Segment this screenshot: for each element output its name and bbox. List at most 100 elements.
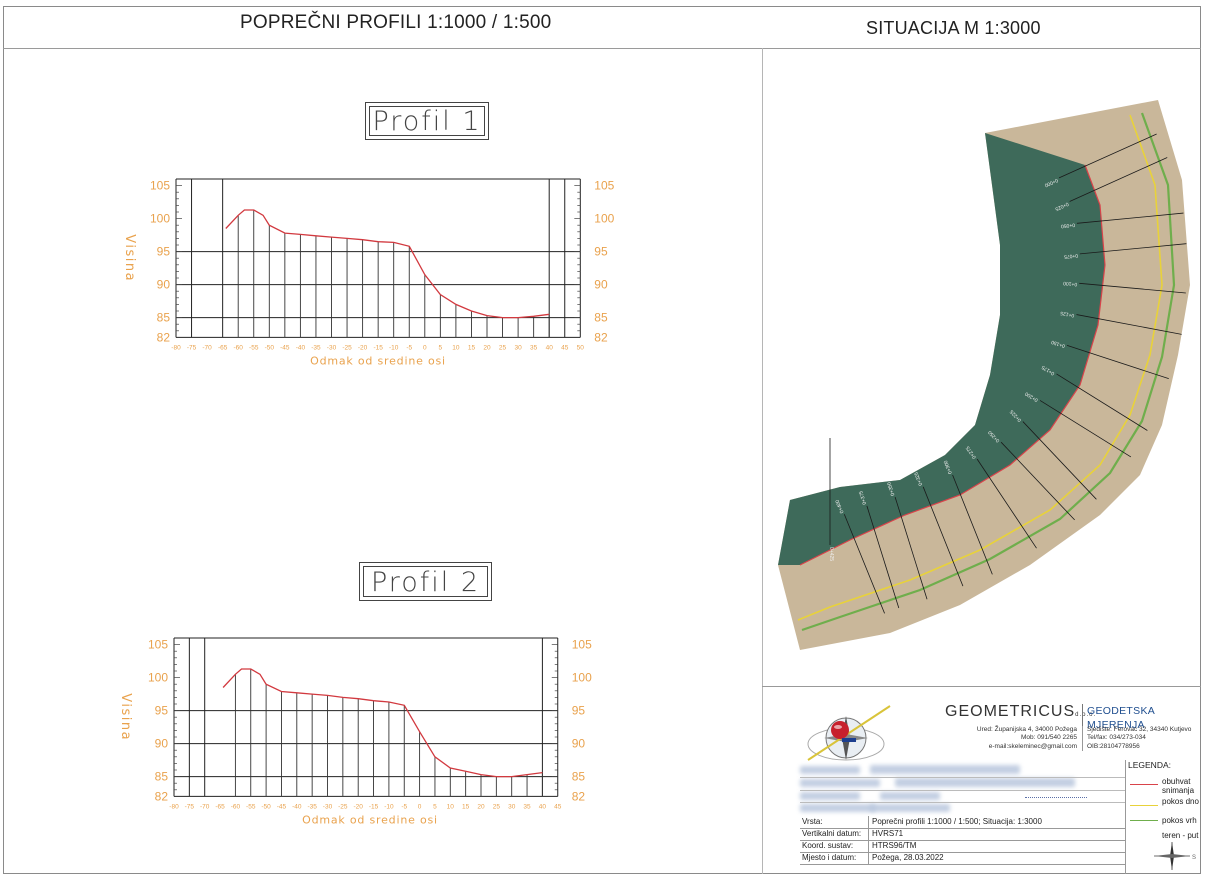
office-line: Ured: Županijska 4, 34000 Požega [976,726,1077,733]
table-row: Vrsta: Poprečni profili 1:1000 / 1:500; … [800,816,1125,829]
dotted-rule [1025,797,1087,798]
station-label: 0+100 [1063,280,1078,287]
y-tick-label: 105 [148,638,168,652]
station-label: 0+350 [886,481,896,496]
y-tick-label: 105 [150,179,170,193]
row-label: Vrsta: [802,817,823,826]
x-tick-label: -70 [202,344,212,351]
seat-line: OIB:28104778956 [1087,742,1140,750]
terrain-line [222,668,543,778]
y-tick-label: 85 [155,770,169,784]
water-area [778,133,1105,565]
redacted-field [870,765,1020,774]
section-line [976,458,1037,549]
y-axis-label: Visina [122,234,137,282]
y-tick-label: 105 [572,638,592,652]
x-tick-label: 35 [530,344,538,351]
x-tick-label: 50 [577,344,585,351]
table-row: Vertikalni datum: HVRS71 [800,828,1125,841]
row-label: Vertikalni datum: [802,829,862,838]
x-tick-label: -20 [358,344,368,351]
section-line [1076,212,1184,224]
section-line [1069,157,1168,202]
slope-toe-line [797,114,1163,621]
x-tick-label: -10 [389,344,399,351]
profile2-title: Profil 2 [359,562,492,601]
legend-label: pokos vrh [1162,816,1197,825]
station-label: 0+325 [913,471,924,486]
redacted-field [800,779,880,787]
north-label: S [1192,855,1196,861]
y-tick-label: 100 [150,212,170,226]
x-tick-label: -40 [296,344,306,351]
legend-divider [1125,760,1126,874]
section-line [1076,314,1182,335]
section-line [952,474,993,575]
section-line [843,514,885,614]
panel-divider [762,48,763,874]
y-tick-label: 90 [157,278,171,292]
station-label: 0+050 [1060,221,1075,228]
x-tick-label: 15 [462,803,470,810]
x-tick-label: -10 [384,803,394,810]
y-tick-label: 90 [572,737,586,751]
x-tick-label: -60 [233,344,243,351]
table-rule [800,777,1125,778]
y-tick-label: 90 [155,737,169,751]
x-tick-label: -45 [277,803,287,810]
legend-swatch-crest [1130,820,1158,821]
y-tick-label: 82 [594,330,608,344]
situation-map: 0+0000+0250+0500+0750+1000+1250+1500+175… [778,100,1190,650]
x-tick-label: -75 [187,344,197,351]
redacted-field [895,778,1075,787]
y-tick-label: 100 [148,671,168,685]
y-tick-label: 82 [572,789,586,803]
x-tick-label: -70 [200,803,210,810]
company-name: GEOMETRICUS [945,703,1076,720]
company-suffix: d.o.o. [1075,712,1097,718]
section-line [1056,373,1148,431]
x-tick-label: -80 [171,344,181,351]
x-tick-label: 40 [546,344,554,351]
y-tick-label: 85 [157,311,171,325]
row-value: HVRS71 [872,829,904,838]
row-value: Požega, 28.03.2022 [872,853,944,862]
x-tick-label: 25 [493,803,501,810]
seat-address: Sjedište: Ferovac 32, 34340 Kutjevo Tel/… [1082,726,1197,752]
section-line [1079,243,1187,255]
profile1-title: Profil 1 [365,102,489,140]
station-label: 0+150 [1050,339,1065,349]
riverbank-area [778,100,1190,650]
table-rule [800,802,1125,803]
y-tick-label: 95 [157,245,171,259]
section-line [894,496,928,600]
header-divider [3,48,1201,49]
station-label: 0+400 [835,498,846,513]
x-tick-label: -25 [338,803,348,810]
x-tick-label: -65 [215,803,225,810]
y-tick-label: 95 [155,704,169,718]
x-tick-label: -30 [327,344,337,351]
x-tick-label: 35 [523,803,531,810]
section-line [866,505,900,609]
x-tick-label: -80 [169,803,179,810]
x-tick-label: -35 [311,344,321,351]
x-tick-label: -30 [323,803,333,810]
cross-sections-title: POPREČNI PROFILI 1:1000 / 1:500 [240,12,552,33]
station-label: 0+075 [1064,252,1079,259]
office-line: Mob: 091/540 2265 [1020,734,1077,742]
redacted-field [880,792,940,800]
x-tick-label: -35 [307,803,317,810]
section-line [1022,421,1097,500]
x-tick-label: 30 [508,803,516,810]
row-value: HTRS96/TM [872,841,917,850]
station-label: 0+425 [828,547,834,561]
x-tick-label: 20 [483,344,491,351]
legend-title: LEGENDA: [1128,760,1171,770]
drawing-sheet [3,6,1201,874]
situation-title: SITUACIJA M 1:3000 [866,18,1041,38]
row-label: Koord. sustav: [802,841,854,850]
x-tick-label: -5 [401,803,407,810]
seat-line: Tel/fax: 034/273-034 [1087,734,1146,742]
